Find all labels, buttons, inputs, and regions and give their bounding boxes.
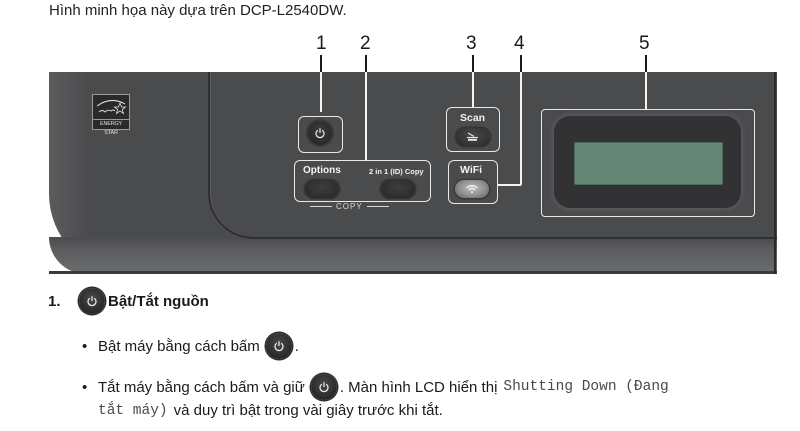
lcd-frame	[541, 109, 755, 217]
panel-bottom-edge	[49, 271, 777, 274]
wifi-label: WiFi	[460, 164, 483, 176]
lcd-screen	[574, 142, 723, 185]
bullet-1-text: Bật máy bằng cách bấm	[98, 337, 260, 355]
id-copy-button[interactable]	[381, 180, 415, 198]
power-icon	[315, 128, 325, 139]
bullet-2-text: Tắt máy bằng cách bấm và giữ	[98, 378, 305, 396]
copy-group-label: COPY	[310, 202, 389, 211]
scan-button-frame	[446, 107, 500, 152]
scan-icon	[467, 132, 478, 141]
copy-dash-left	[310, 206, 332, 207]
panel-right-edge	[774, 72, 776, 274]
callout-4: 4	[514, 33, 525, 54]
energy-star-icon	[96, 100, 127, 115]
energy-star-label: ENERGY STAR	[93, 119, 129, 136]
bullet-dot: •	[82, 337, 88, 355]
leader-4-panel	[520, 72, 522, 185]
leader-3-panel	[472, 72, 474, 108]
wifi-button[interactable]	[455, 180, 489, 198]
copy-label-text: COPY	[336, 202, 363, 211]
bullet-1-period: .	[294, 337, 299, 355]
callout-2: 2	[360, 33, 371, 54]
power-icon	[265, 333, 292, 359]
copy-group-frame	[294, 160, 431, 202]
scan-label: Scan	[460, 112, 486, 124]
leader-5-panel	[645, 72, 647, 110]
leader-5-top	[645, 55, 647, 72]
wifi-icon	[466, 185, 478, 194]
leader-1-panel	[320, 72, 322, 112]
callout-3: 3	[466, 33, 477, 54]
bullet-dot: •	[82, 378, 88, 396]
energy-star-logo: ENERGY STAR	[92, 94, 130, 136]
power-button-frame	[298, 116, 343, 153]
bullet-power-off: • Tắt máy bằng cách bấm và giữ . Màn hìn…	[82, 374, 669, 400]
section-title: Bật/Tắt nguồn	[108, 292, 209, 310]
power-icon	[310, 374, 337, 400]
power-button[interactable]	[308, 121, 332, 145]
options-button[interactable]	[305, 180, 339, 198]
power-icon	[79, 288, 105, 314]
leader-4-horizontal	[497, 184, 521, 186]
bullet-2-tail: và duy trì bật trong vài giây trước khi …	[173, 402, 443, 419]
leader-2-top	[365, 55, 367, 72]
leader-4-top	[520, 55, 522, 72]
bullet-2-lcd-text: . Màn hình LCD hiển thị	[339, 378, 498, 396]
copy-dash-right	[366, 206, 389, 207]
lcd-message-cont: tắt máy)	[98, 402, 168, 419]
bullet-power-on: • Bật máy bằng cách bấm .	[82, 333, 299, 359]
callout-1: 1	[316, 33, 327, 54]
section-number: 1.	[48, 292, 61, 310]
caption: Hình minh họa này dựa trên DCP-L2540DW.	[49, 2, 347, 19]
bullet-power-off-cont: tắt máy) và duy trì bật trong vài giây t…	[98, 402, 443, 419]
callout-5: 5	[639, 33, 650, 54]
scan-button[interactable]	[456, 128, 490, 146]
leader-2-panel	[365, 72, 367, 160]
section-heading: 1. Bật/Tắt nguồn	[48, 288, 209, 314]
id-copy-label: 2 in 1 (ID) Copy	[369, 167, 424, 176]
wifi-button-frame	[448, 160, 498, 204]
lcd-message: Shutting Down (Đang	[503, 379, 669, 395]
options-label: Options	[303, 165, 341, 176]
panel-bottom-lip	[49, 237, 777, 274]
leader-1-top	[320, 55, 322, 72]
leader-3-top	[472, 55, 474, 72]
